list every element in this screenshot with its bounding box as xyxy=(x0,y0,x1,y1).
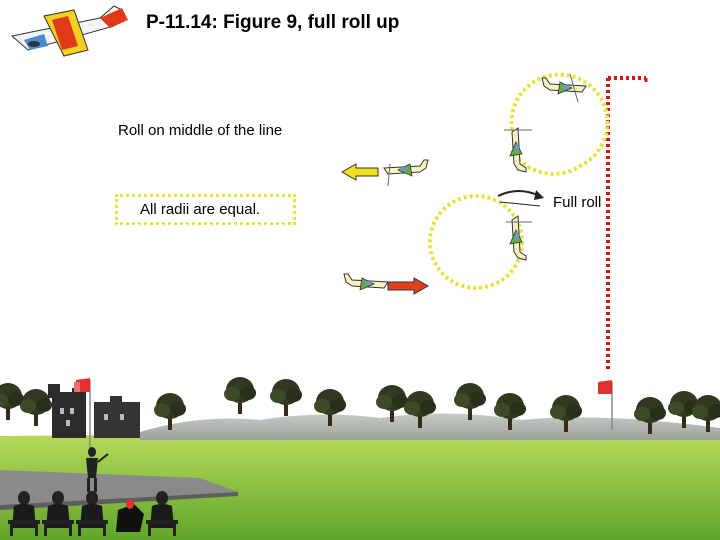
page-title: P-11.14: Figure 9, full roll up xyxy=(146,12,400,33)
exit-arrow xyxy=(340,163,379,181)
aerobatic-plane-icon xyxy=(343,273,389,291)
aerobatic-plane-icon xyxy=(383,159,429,187)
castle-icon xyxy=(48,384,140,438)
grass-field xyxy=(0,430,720,540)
full-roll-label: Full roll xyxy=(553,194,602,211)
roll-middle-label: Roll on middle of the line xyxy=(118,122,283,139)
windsock-icon xyxy=(74,378,91,458)
aerobatic-plane-icon xyxy=(541,73,587,103)
aerobatic-plane-icon xyxy=(10,5,128,57)
radii-label: All radii are equal. xyxy=(140,201,261,218)
hills xyxy=(140,413,720,440)
lower-loop xyxy=(428,194,524,290)
roll-arc xyxy=(497,190,541,197)
radii-box xyxy=(115,194,296,225)
pilot-icon xyxy=(86,447,109,492)
upper-loop xyxy=(509,72,610,176)
judge-icon xyxy=(8,491,178,536)
windsock-icon xyxy=(598,380,613,430)
entry-arrow xyxy=(387,277,430,295)
